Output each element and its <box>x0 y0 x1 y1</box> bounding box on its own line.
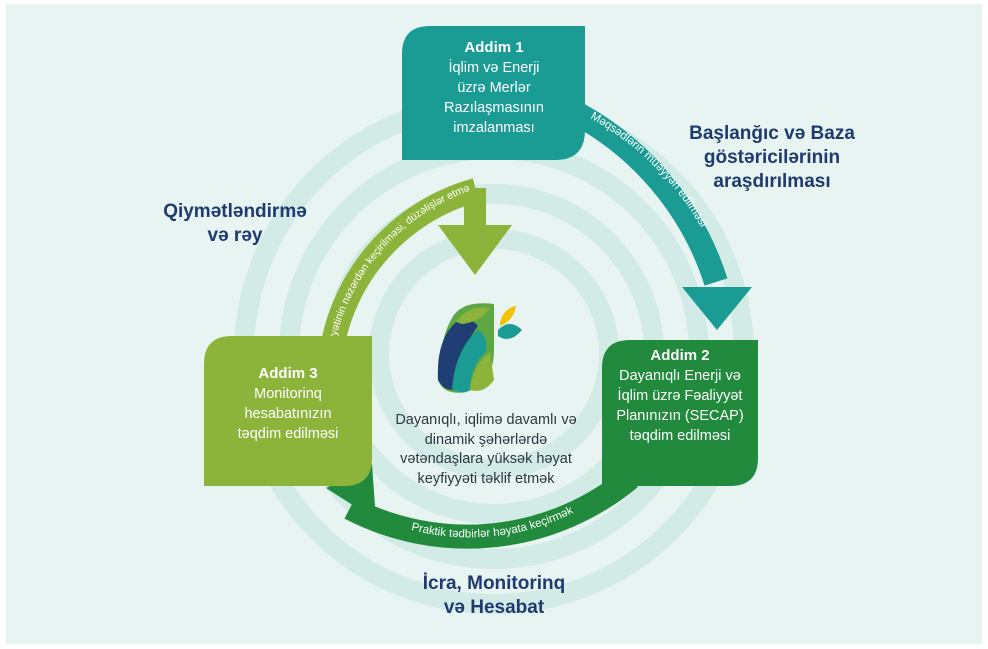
step2-shape <box>602 340 758 486</box>
phase-baseline-line-3: araşdırılması <box>713 171 831 192</box>
step2-line-1: Dayanıqlı Enerji və <box>619 368 741 384</box>
phase-baseline: Başlanğıc və Baza göstəricilərinin araşd… <box>672 122 872 194</box>
phase-evaluation-line-2: və rəy <box>207 225 263 246</box>
center-line-1: Dayanıqlı, iqlimə davamlı və <box>395 412 577 428</box>
center-line-3: vətəndaşlara yüksək həyat <box>400 451 572 467</box>
step1-shape <box>402 26 585 160</box>
covenant-logo <box>437 303 522 393</box>
step3-line-2: hesabatınızın <box>244 406 332 422</box>
arc-practical <box>344 468 638 549</box>
step1-line-4: imzalanması <box>453 120 535 136</box>
phase-evaluation: Qiymətləndirmə və rəy <box>150 200 320 248</box>
arrow-stem-olive <box>464 188 486 228</box>
step2-heading: Addim 2 <box>650 347 710 364</box>
arrow-head-teal <box>682 287 752 330</box>
phase-baseline-line-1: Başlanğıc və Baza <box>689 123 855 144</box>
phase-baseline-line-2: göstəricilərinin <box>703 147 841 168</box>
step1-line-2: üzrə Merlər <box>457 80 531 96</box>
step2-label: Addim 2 Dayanıqlı Enerji və İqlim üzrə F… <box>604 346 756 446</box>
step3-label: Addim 3 Monitorinq hesabatınızın təqdim … <box>206 364 370 444</box>
step3-line-1: Monitorinq <box>254 386 322 402</box>
step1-label: Addim 1 İqlim və Enerji üzrə Merlər Razı… <box>404 38 584 138</box>
step2-line-3: Planınızın (SECAP) <box>616 408 744 424</box>
arc-targets <box>564 99 728 286</box>
phase-evaluation-line-1: Qiymətləndirmə <box>163 201 307 222</box>
step3-line-3: təqdim edilməsi <box>237 426 339 442</box>
step2-line-2: İqlim üzrə Fəaliyyət <box>617 388 743 404</box>
center-line-4: keyfiyyəti təklif etmək <box>417 470 555 487</box>
arrow-head-olive <box>438 225 512 275</box>
center-statement: Dayanıqlı, iqlimə davamlı və dinamik şəh… <box>354 411 618 489</box>
phase-implementation-line-2: və Hesabat <box>443 597 545 618</box>
step1-line-3: Razılaşmasının <box>444 100 544 116</box>
step3-shape <box>204 336 372 486</box>
phase-implementation: İcra, Monitorinq və Hesabat <box>380 572 608 620</box>
step2-line-4: təqdim edilməsi <box>629 428 731 444</box>
phase-implementation-line-1: İcra, Monitorinq <box>422 573 566 594</box>
step1-line-1: İqlim və Enerji <box>448 60 540 76</box>
step1-heading: Addim 1 <box>464 39 524 56</box>
center-line-2: dinamik şəhərlərdə <box>424 431 548 448</box>
step3-heading: Addim 3 <box>258 365 318 382</box>
arc-review <box>318 178 480 364</box>
